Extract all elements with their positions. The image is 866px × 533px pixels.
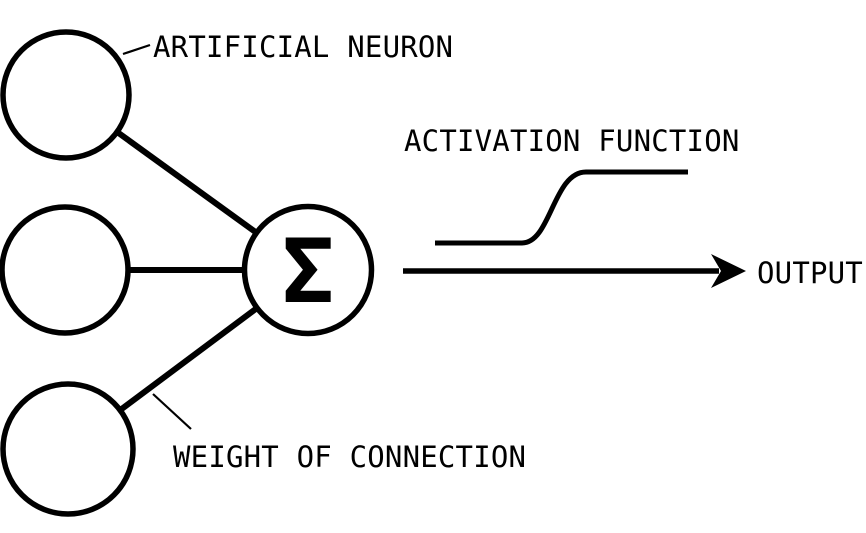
output-arrow [403,254,746,288]
input-neuron-circle-1 [0,29,132,161]
input-neuron-circle-3 [0,381,136,517]
input-neurons [0,29,136,517]
summation-symbol-text: Σ [282,220,335,323]
sigmoid-curve [435,169,688,246]
artificial-neuron-label: ARTIFICIAL NEURON [153,30,453,64]
artificial-neuron-callout-line [122,43,151,56]
weight-callout-line [152,393,192,430]
activation-function-label: ACTIVATION FUNCTION [404,124,740,158]
output-arrowhead-icon [711,254,746,288]
input-neuron-circle-2 [0,204,131,336]
weight-of-connection-label: WEIGHT OF CONNECTION [173,440,526,474]
summation-node: Σ [241,203,375,337]
output-label: OUTPUT [757,256,863,290]
callout-lines [122,43,192,430]
summation-node-circle [241,203,375,337]
